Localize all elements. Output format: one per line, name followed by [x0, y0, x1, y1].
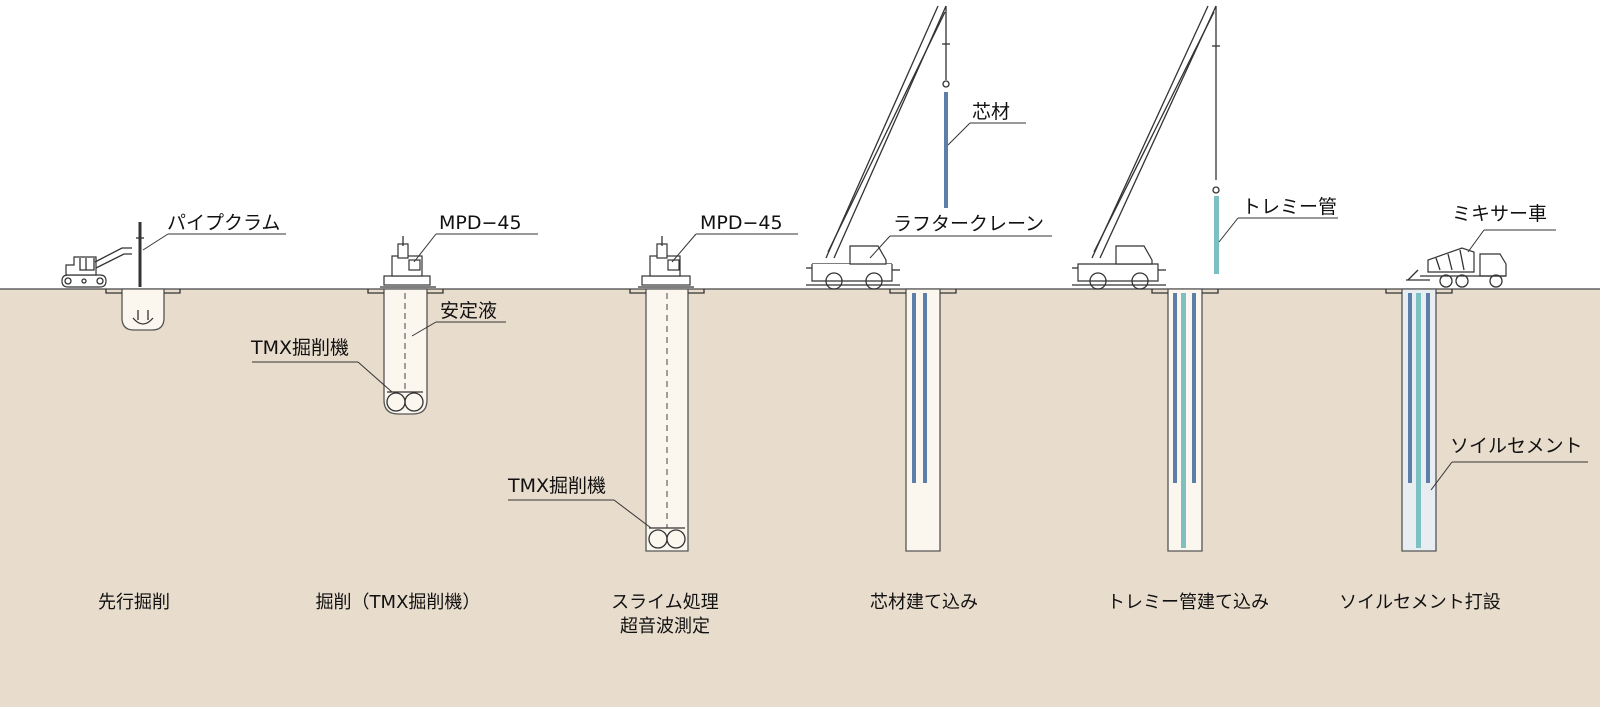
- caption-step-3-line-2: 超音波測定: [620, 616, 710, 637]
- clam-bucket: [132, 310, 154, 325]
- pipe-clam-leader: [142, 233, 169, 251]
- tremie-pipe-6: [1416, 293, 1421, 548]
- rough-terrain-crane-2: [1072, 5, 1220, 290]
- core-material-leader: [947, 122, 971, 146]
- caption-step-4: 芯材建て込み: [870, 592, 978, 613]
- mpd45-1-leader: [413, 233, 437, 263]
- step-1-pre-excavation: パイプクラム: [61, 212, 286, 331]
- mpd45-2-leader: [671, 233, 697, 263]
- core-steel-6-left: [1408, 293, 1412, 483]
- stabilizer-label: 安定液: [440, 300, 497, 322]
- core-steel-6-right: [1426, 293, 1430, 483]
- core-steel-right: [923, 293, 927, 483]
- mpd45-1-label: MPD−45: [439, 212, 522, 234]
- step-4-core-insertion: 芯材 ラフタークレーン: [806, 5, 1052, 552]
- rough-crane-leader: [869, 235, 891, 259]
- tremie-pipe-inserted: [1181, 293, 1186, 548]
- guide-wall-step-6: [1385, 289, 1453, 294]
- tremie-label: トレミー管: [1242, 196, 1337, 218]
- pit-guide-frame: [105, 289, 181, 294]
- mpd45-2-label: MPD−45: [700, 212, 783, 234]
- core-material-label: 芯材: [972, 101, 1010, 123]
- core-material-hanging: [944, 92, 948, 208]
- stabilizer-leader: [411, 321, 437, 337]
- excavator: [61, 222, 144, 288]
- ground: [0, 289, 1600, 707]
- guide-wall-step-2: [367, 289, 444, 294]
- mixer-truck-label: ミキサー車: [1452, 203, 1547, 225]
- step-3-slime-treatment: MPD−45 TMX掘削機: [507, 212, 798, 552]
- tmx-cutter-step-3: [648, 527, 686, 549]
- pipe-clam-label: パイプクラム: [167, 212, 280, 234]
- step-6-soil-cement-pouring: ミキサー車 ソイルセメント: [1385, 203, 1588, 552]
- caption-step-5: トレミー管建て込み: [1107, 592, 1269, 613]
- core-steel-left: [912, 293, 916, 483]
- guide-wall-step-5: [1151, 289, 1219, 294]
- tremie-leader: [1218, 217, 1239, 243]
- caption-step-3-line-1: スライム処理: [611, 592, 719, 613]
- core-steel-5-right: [1192, 293, 1196, 483]
- mixer-truck-leader: [1467, 229, 1485, 253]
- tmx-cutter-step-2: [386, 391, 424, 412]
- tmx-2-label: TMX掘削機: [507, 475, 606, 497]
- caption-step-6: ソイルセメント打設: [1339, 592, 1501, 613]
- step-2-tmx-excavation: MPD−45 安定液 TMX掘削機: [250, 212, 538, 415]
- mixer-truck: [1406, 247, 1507, 288]
- caption-step-1: 先行掘削: [98, 592, 170, 613]
- pre-excavation-pit: [121, 288, 165, 331]
- caption-step-2: 掘削（TMX掘削機）: [316, 592, 481, 613]
- soil-cement-leader: [1430, 461, 1453, 491]
- guide-wall-step-3: [629, 289, 705, 294]
- rough-terrain-crane-1: [806, 5, 950, 290]
- tmx-1-label: TMX掘削機: [250, 337, 349, 359]
- step-5-tremie-insertion: トレミー管: [1072, 5, 1338, 552]
- trench-step-2: [383, 288, 428, 415]
- mpd45-rig-1: [380, 236, 436, 288]
- guide-wall-step-4: [889, 289, 957, 294]
- rough-crane-label: ラフタークレーン: [893, 213, 1044, 235]
- mpd45-rig-2: [638, 236, 694, 288]
- soil-cement-label: ソイルセメント: [1450, 435, 1583, 457]
- core-steel-5-left: [1173, 293, 1177, 483]
- tremie-pipe-hanging: [1214, 196, 1219, 274]
